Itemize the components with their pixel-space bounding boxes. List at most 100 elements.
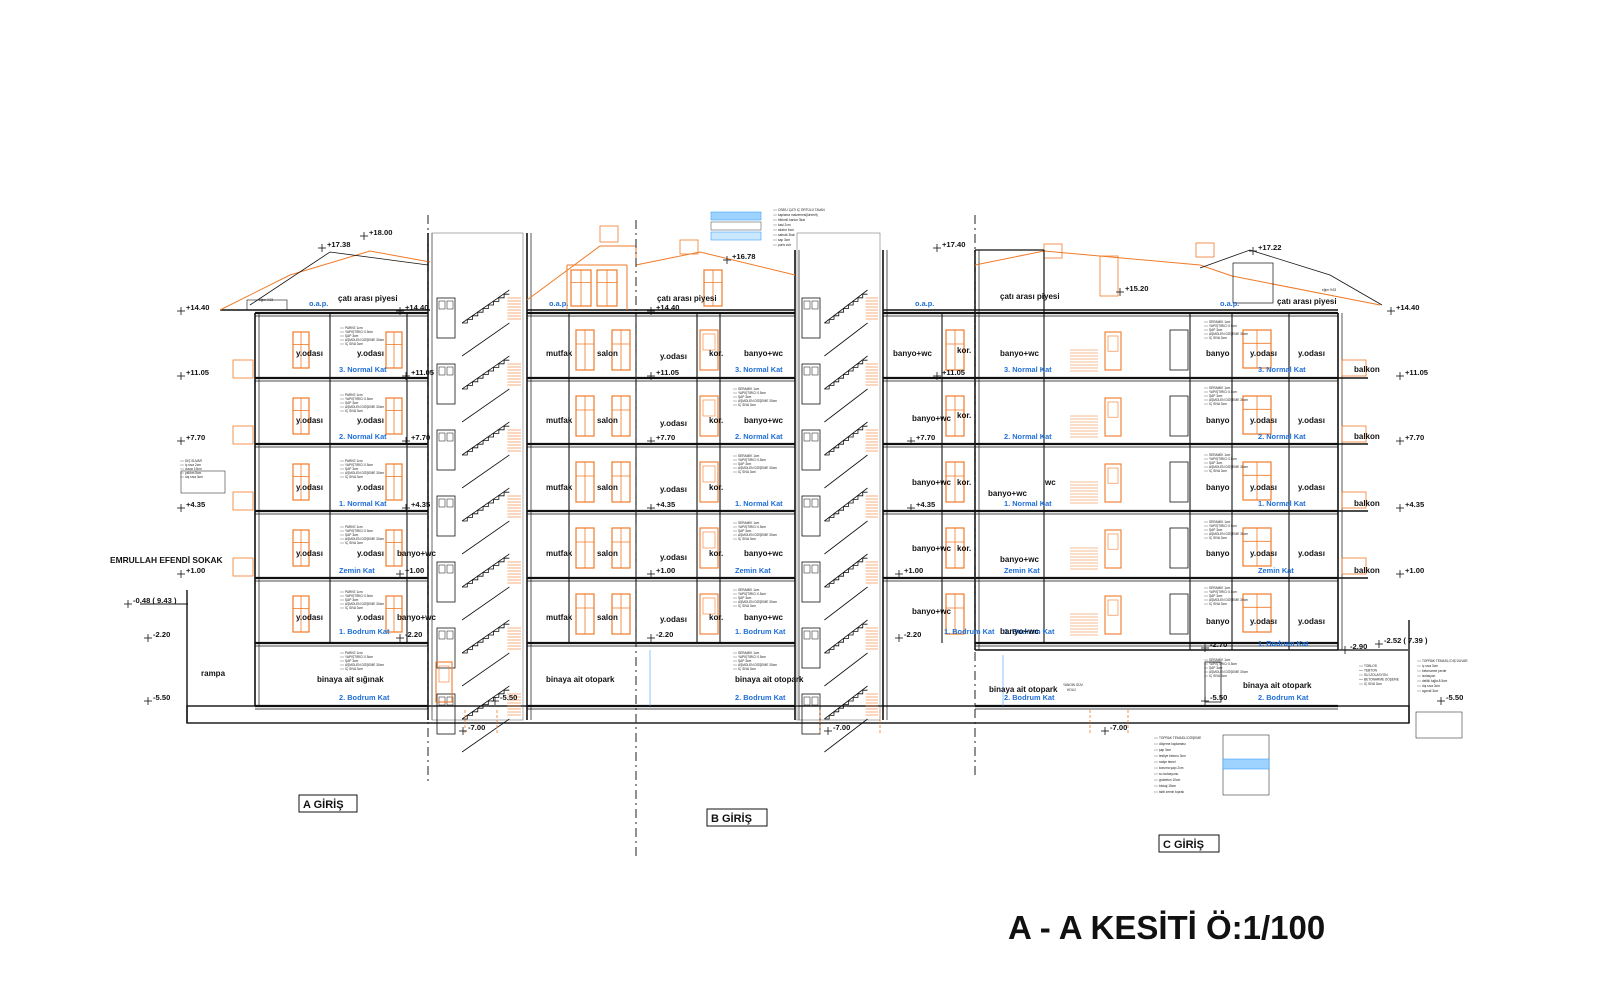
wet-area-build-up-note: SERAMİK 1cm	[1209, 585, 1231, 590]
wall-build-up-note: iç sıva 2cm	[185, 463, 201, 467]
stair-core	[796, 232, 881, 721]
door-frame	[1104, 463, 1122, 503]
balcony-rail	[232, 491, 254, 511]
stair-door	[801, 297, 821, 339]
stair-door-panel	[438, 630, 446, 640]
roof-eave	[246, 299, 288, 311]
oap-label: o.a.p.	[1220, 299, 1239, 308]
floor-build-up-note: ŞAP 3cm	[345, 659, 359, 663]
level-label: +17.38	[327, 240, 350, 249]
wet-area-build-up-note: YAPIŞTIRICI 0.5cm	[1209, 390, 1237, 394]
floor-name-label: 1. Bodrum Kat	[1258, 639, 1309, 648]
room-label: balkon	[1354, 566, 1380, 575]
floor-build-up-note: PARKE 1cm	[345, 393, 363, 397]
room-label: y.odası	[1250, 549, 1277, 558]
floor-name-label: 2. Bodrum Kat	[1258, 693, 1309, 702]
floor-name-label: 2. Bodrum Kat	[339, 693, 390, 702]
stair-handrail	[461, 652, 510, 687]
room-label: y.odası	[1298, 349, 1325, 358]
stair-handrail	[824, 652, 868, 687]
level-label: +7.70	[656, 433, 675, 442]
door-panel	[702, 465, 716, 483]
stair-door	[801, 495, 821, 537]
stair-door-panel	[438, 498, 446, 508]
wet-area-build-up-note: İÇ SIVA 3cm	[1209, 673, 1227, 678]
wet-area-build-up-note: AŞMOLEN DÖŞEME 30cm	[1209, 398, 1248, 402]
floor-build-up-note: AŞMOLEN DÖŞEME 30cm	[345, 602, 384, 606]
stair-door	[436, 693, 456, 735]
door-frame	[699, 395, 719, 437]
wet-area-build-up-note: İÇ SIVA 3cm	[738, 536, 756, 541]
floor-build-up-note: İÇ SIVA 3cm	[345, 540, 363, 545]
wet-area-build-up-note: ŞAP 3cm	[738, 462, 752, 466]
room-label: kor.	[709, 416, 723, 425]
door-frame	[699, 329, 719, 371]
room-label: banyo+wc	[744, 549, 783, 558]
stair-door-panel	[446, 696, 454, 706]
stair-handrail	[461, 619, 510, 654]
level-label: +7.70	[411, 433, 430, 442]
attic-window	[1232, 262, 1274, 304]
wet-area-build-up-note: AŞMOLEN DÖŞEME 30cm	[1209, 332, 1248, 336]
stair-door	[801, 627, 821, 669]
wet-area-build-up-note: İÇ SIVA 3cm	[1209, 601, 1227, 606]
wet-area-build-up-note: YAPIŞTIRICI 0.5cm	[1209, 457, 1237, 461]
wet-area-build-up-note: AŞMOLEN DÖŞEME 30cm	[738, 466, 777, 470]
level-label: +17.22	[1258, 243, 1281, 252]
stair-handrail	[824, 586, 868, 621]
stair-handrail	[824, 421, 868, 456]
level-label: +7.70	[1405, 433, 1424, 442]
room-label: y.odası	[660, 419, 687, 428]
room-label: mutfak	[546, 349, 573, 358]
stair-handrail	[824, 388, 868, 423]
room-label: y.odası	[660, 553, 687, 562]
room-label: y.odası	[660, 352, 687, 361]
wet-area-build-up-note: ŞAP 3cm	[738, 659, 752, 663]
room-label: banyo	[1206, 617, 1230, 626]
stair-door-panel	[811, 498, 819, 508]
room-label: banyo+wc	[744, 349, 783, 358]
wall-layer-swatch	[1415, 711, 1463, 739]
stair-flight	[824, 623, 868, 654]
roof-build-up-note: bitümlü karton 3kat	[778, 218, 805, 222]
roof-profile	[974, 250, 1381, 306]
side-wall-note: BETONARME DÖŞEME	[1364, 678, 1399, 682]
floor-build-up-note: YAPIŞTIRICI 0.5cm	[345, 655, 373, 659]
room-label: banyo	[1206, 549, 1230, 558]
wet-area-build-up-note: SERAMİK 1cm	[1209, 319, 1231, 324]
wet-area-build-up-note: SERAMİK 1cm	[1209, 519, 1231, 524]
floor-name-label: 1. Normal Kat	[339, 499, 387, 508]
wet-area-build-up-note: AŞMOLEN DÖŞEME 30cm	[1209, 532, 1248, 536]
floor-build-up-note: ŞAP 3cm	[345, 598, 359, 602]
level-label: +14.40	[186, 303, 209, 312]
room-label: y.odası	[660, 615, 687, 624]
stair-door-panel	[446, 300, 454, 310]
level-label: +11.05	[656, 368, 680, 377]
chimney	[599, 225, 619, 243]
door-panel	[438, 665, 450, 683]
side-wall-note: TEBTON	[1364, 669, 1378, 673]
door-frame	[1104, 595, 1122, 635]
wet-area-build-up-note: SERAMİK 1cm	[738, 386, 760, 391]
stair-flight	[462, 359, 510, 390]
wet-area-build-up-note: ŞAP 3cm	[1209, 594, 1223, 598]
room-label: y.odası	[357, 549, 384, 558]
stair-handrail	[461, 520, 510, 555]
room-label: y.odası	[357, 483, 384, 492]
floor-name-label: 2. Normal Kat	[735, 432, 783, 441]
room-label: salon	[597, 349, 618, 358]
wet-area-build-up-note: YAPIŞTIRICI 0.5cm	[738, 525, 766, 529]
floor-name-label: 1. Bodrum Kat	[1004, 627, 1055, 636]
room-label: rampa	[201, 669, 226, 678]
floor-name-label: Zemin Kat	[339, 566, 375, 575]
oap-label: o.a.p.	[309, 299, 328, 308]
stair-flight	[824, 557, 868, 588]
roof-build-up-note: kasi 2cm	[778, 223, 791, 227]
stair-handrail	[824, 718, 868, 753]
room-label: binaya ait sığınak	[317, 675, 384, 684]
wet-area-build-up-note: İÇ SIVA 3cm	[1209, 535, 1227, 540]
door-frame	[1169, 395, 1189, 437]
stair-handrail	[824, 454, 868, 489]
wet-area-build-up-note: AŞMOLEN DÖŞEME 30cm	[738, 600, 777, 604]
floor-build-up-note: ŞAP 3cm	[345, 467, 359, 471]
